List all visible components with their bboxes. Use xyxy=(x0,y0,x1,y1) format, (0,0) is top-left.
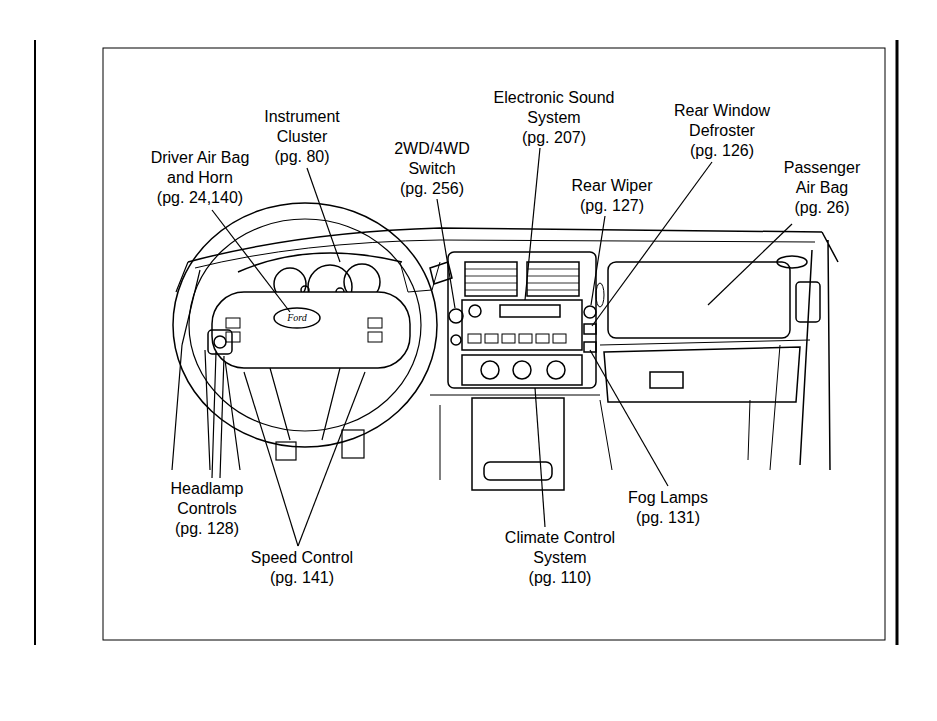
climate-knob xyxy=(481,361,499,379)
lower-dash xyxy=(430,395,612,480)
preset-button xyxy=(468,334,481,343)
4wd-switch xyxy=(449,309,463,323)
leader-line xyxy=(525,148,540,300)
page-reference: (pg. 80) xyxy=(252,147,352,167)
radio-knob xyxy=(469,305,481,317)
glovebox xyxy=(604,347,800,402)
defroster-switch xyxy=(584,324,596,334)
page-reference: (pg. 128) xyxy=(157,519,257,539)
callout-label: Driver Air Bag and Horn xyxy=(147,148,253,188)
hub-button xyxy=(226,318,240,328)
page-reference: (pg. 110) xyxy=(510,568,610,588)
callout-label: Headlamp Controls xyxy=(157,479,257,519)
steering-wheel xyxy=(189,219,421,431)
preset-button xyxy=(553,334,566,343)
page-reference: (pg. 126) xyxy=(672,141,772,161)
preset-button xyxy=(485,334,498,343)
hub-button xyxy=(368,332,382,342)
lower-dash xyxy=(600,340,810,470)
climate-knob xyxy=(547,361,565,379)
leader-line xyxy=(591,216,605,305)
4wd-switch xyxy=(451,335,461,345)
leader-line xyxy=(212,210,290,312)
vent xyxy=(527,262,579,296)
leader-line xyxy=(212,352,216,478)
side-vent xyxy=(796,282,820,322)
page-reference: (pg. 24,140) xyxy=(145,188,255,208)
frame xyxy=(103,48,885,640)
climate-knob xyxy=(513,361,531,379)
console xyxy=(472,398,564,490)
callout-label: 2WD/4WD Switch xyxy=(387,139,477,179)
leader-line xyxy=(590,350,668,486)
leader-line xyxy=(708,224,792,305)
page-reference: (pg. 141) xyxy=(252,568,352,588)
leader-line xyxy=(298,372,365,546)
leader-line xyxy=(307,168,340,262)
steering-wheel xyxy=(173,203,437,447)
headlamp-switch xyxy=(214,336,226,348)
page-reference: (pg. 207) xyxy=(504,128,604,148)
vent xyxy=(465,262,517,296)
a-pillar xyxy=(800,232,838,470)
pedal xyxy=(276,442,296,460)
page-reference: (pg. 127) xyxy=(562,196,662,216)
callout-label: Instrument Cluster xyxy=(252,107,352,147)
radio xyxy=(462,300,582,350)
hub-button xyxy=(226,332,240,342)
leader-line xyxy=(437,199,455,308)
side-vent xyxy=(596,283,604,307)
vent-louvre xyxy=(465,269,579,290)
callout-label: Speed Control xyxy=(232,548,372,568)
callout-label: Fog Lamps xyxy=(608,488,728,508)
leader-line xyxy=(244,372,298,546)
page-reference: (pg. 26) xyxy=(772,198,872,218)
leader-line xyxy=(535,388,545,527)
callout-label: Rear Wiper xyxy=(552,176,672,196)
logo-text: Ford xyxy=(277,311,317,325)
glovebox-latch xyxy=(650,372,683,388)
callout-label: Electronic Sound System xyxy=(484,88,624,128)
headlamp-switch xyxy=(208,330,232,354)
climate-panel xyxy=(462,355,582,385)
center-stack xyxy=(448,252,596,388)
callout-label: Climate Control System xyxy=(495,528,625,568)
passenger-airbag-panel xyxy=(608,262,790,338)
callout-label: Passenger Air Bag xyxy=(777,158,867,198)
ford-logo xyxy=(274,308,320,328)
preset-button xyxy=(536,334,549,343)
wheel-hub xyxy=(212,292,410,368)
page-reference: (pg. 256) xyxy=(382,179,482,199)
radio-display xyxy=(500,305,560,317)
page-reference: (pg. 131) xyxy=(618,508,718,528)
hub-button xyxy=(368,318,382,328)
margin-bar xyxy=(896,40,899,645)
round-vent xyxy=(777,256,807,268)
leader-line xyxy=(220,356,224,478)
callout-label: Rear Window Defroster xyxy=(662,101,782,141)
wheel-spoke xyxy=(270,368,340,440)
rear-wiper-switch xyxy=(584,306,596,318)
preset-button xyxy=(519,334,532,343)
margin-bar xyxy=(34,40,36,645)
pedal xyxy=(342,430,364,458)
preset-button xyxy=(502,334,515,343)
